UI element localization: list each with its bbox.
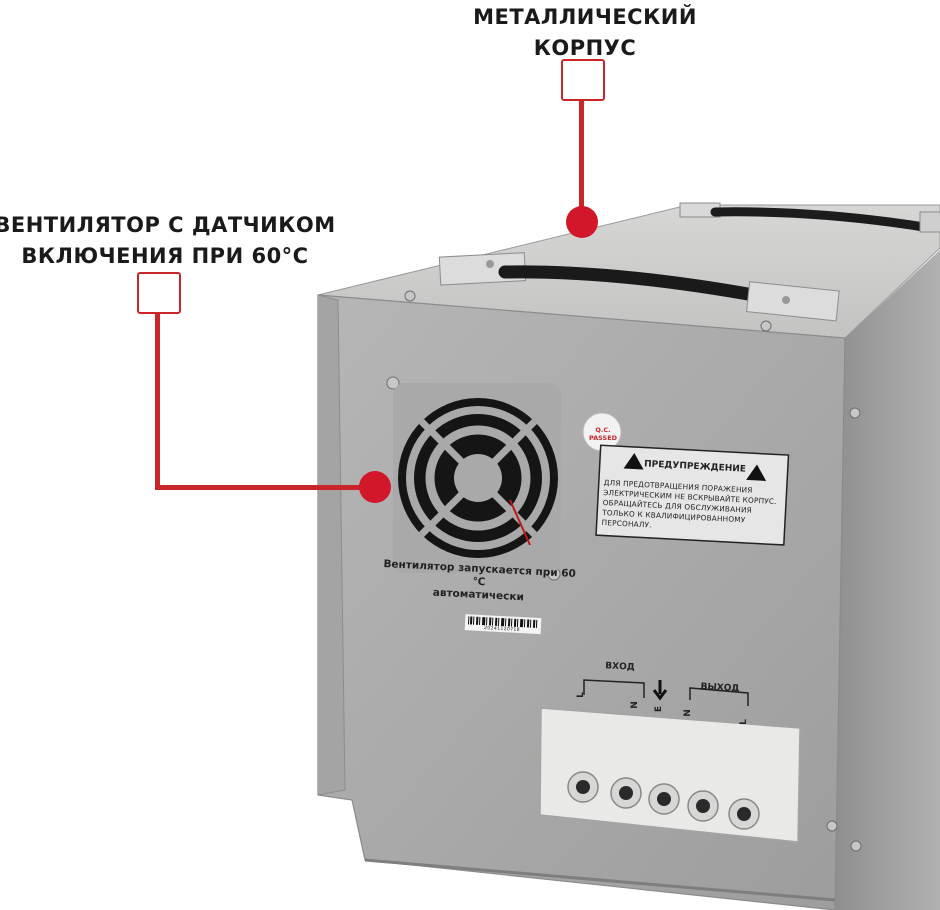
warning-triangle-icon — [623, 453, 644, 470]
terminal-label-earth: E — [654, 705, 665, 713]
handle-bracket-right — [746, 281, 840, 322]
terminal-label-output-l: L — [738, 719, 749, 725]
qc-sticker-label: Q.C. PASSED — [588, 426, 618, 442]
terminal-label-input-n: N — [629, 701, 640, 709]
terminal-label-input-l: L — [575, 692, 586, 698]
case-side — [835, 250, 940, 910]
fan-grille-icon — [393, 383, 561, 573]
callout-leader-line — [155, 485, 370, 490]
warning-plate — [595, 444, 790, 546]
terminal-block — [539, 707, 801, 843]
warning-triangle-icon — [746, 464, 767, 481]
callout-metal-case-title: МЕТАЛЛИЧЕСКИЙ КОРПУС — [473, 5, 697, 60]
callout-marker-box — [137, 272, 181, 314]
callout-marker-box — [561, 59, 605, 101]
handle-bar — [498, 265, 777, 305]
ground-arrow-icon — [652, 680, 668, 701]
callout-dot — [566, 206, 598, 238]
terminal-label-output-n: N — [682, 709, 693, 717]
callout-dot — [359, 471, 391, 503]
callout-leader-line — [155, 312, 160, 490]
callout-fan-title: ВЕНТИЛЯТОР С ДАТЧИКОМ ВКЛЮЧЕНИЯ ПРИ 60°С — [0, 213, 336, 268]
warning-body: Для предотвращения поражения электрическ… — [601, 478, 777, 530]
callout-leader-line — [579, 99, 584, 212]
barcode-icon — [464, 614, 542, 635]
